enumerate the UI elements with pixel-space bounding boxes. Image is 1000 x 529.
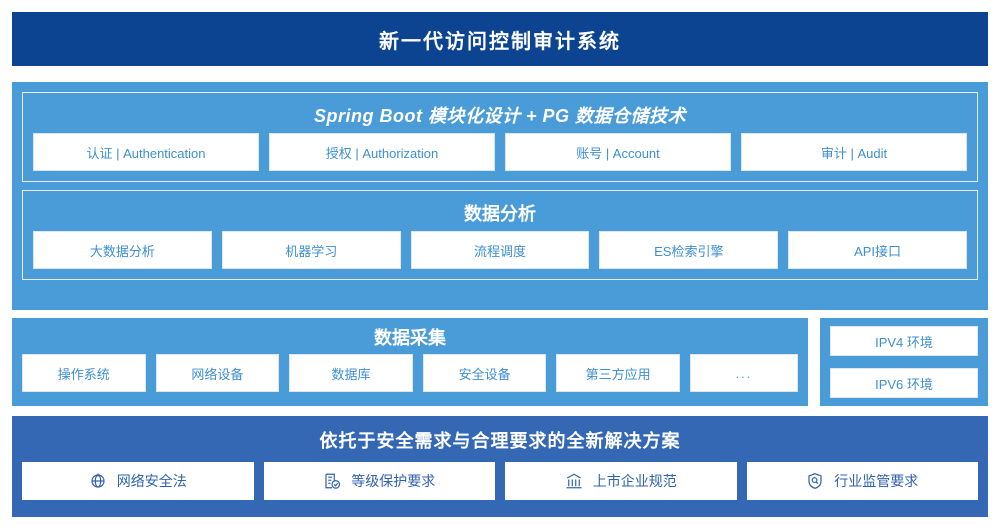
chip-network-device[interactable]: 网络设备 — [155, 354, 280, 392]
chip-label: ... — [735, 365, 753, 381]
chip-label: ES检索引擎 — [654, 243, 724, 259]
chip-account[interactable]: 账号 | Account — [505, 133, 731, 171]
chip-database[interactable]: 数据库 — [289, 354, 413, 392]
chip-label: 授权 | Authorization — [325, 145, 439, 161]
chip-label: 等级保护要求 — [351, 473, 436, 489]
collection-chip-row: 操作系统 网络设备 数据库 安全设备 第三方应用 ... — [22, 354, 798, 392]
chip-operating-system[interactable]: 操作系统 — [22, 354, 146, 392]
chip-big-data-analysis[interactable]: 大数据分析 — [33, 231, 212, 269]
chip-label: 审计 | Audit — [820, 145, 888, 161]
collection-section-title: 数据采集 — [374, 328, 446, 348]
page-title: 新一代访问控制审计系统 — [379, 30, 621, 53]
chip-authentication[interactable]: 认证 | Authentication — [33, 133, 259, 171]
chip-process-scheduling[interactable]: 流程调度 — [410, 231, 590, 269]
page-header: 新一代访问控制审计系统 — [12, 12, 988, 66]
chip-label: 流程调度 — [473, 243, 526, 259]
chip-security-device[interactable]: 安全设备 — [422, 354, 547, 392]
compliance-section-title: 依托于安全需求与合理要求的全新解决方案 — [319, 431, 681, 451]
chip-label: 网络安全法 — [116, 473, 187, 489]
chip-api-interface[interactable]: API接口 — [788, 231, 967, 269]
chip-label: API接口 — [854, 243, 902, 259]
chip-industry-supervision[interactable]: 行业监管要求 — [746, 462, 978, 500]
compliance-chip-row: 网络安全法 等级保护要求 — [22, 462, 978, 500]
collection-panel: 数据采集 操作系统 网络设备 数据库 安全设备 第三方应用 ... — [12, 318, 808, 406]
chip-ipv4-environment[interactable]: IPV4 环境 — [830, 326, 978, 356]
chip-label: 行业监管要求 — [834, 473, 919, 489]
chip-label: 大数据分析 — [89, 243, 155, 259]
environment-panel: IPV4 环境 IPV6 环境 — [820, 318, 988, 406]
chip-more[interactable]: ... — [689, 354, 798, 392]
chip-label: IPV4 环境 — [875, 334, 933, 350]
chip-authorization[interactable]: 授权 | Authorization — [269, 133, 495, 171]
chip-label: 账号 | Account — [576, 145, 660, 161]
globe-icon — [89, 472, 107, 490]
chip-label: 第三方应用 — [585, 366, 651, 382]
chip-third-party-app[interactable]: 第三方应用 — [556, 354, 680, 392]
platform-chip-row: 认证 | Authentication 授权 | Authorization 账… — [33, 133, 967, 171]
chip-machine-learning[interactable]: 机器学习 — [221, 231, 401, 269]
document-check-icon — [323, 472, 341, 490]
compliance-panel: 依托于安全需求与合理要求的全新解决方案 网络安全法 — [12, 416, 988, 517]
chip-label: 机器学习 — [285, 243, 338, 259]
analysis-section-title: 数据分析 — [464, 204, 536, 224]
shield-search-icon — [806, 472, 824, 490]
chip-classified-protection[interactable]: 等级保护要求 — [263, 462, 495, 500]
analysis-section: 数据分析 大数据分析 机器学习 流程调度 ES检索引擎 API接口 — [22, 190, 978, 280]
bank-icon — [565, 472, 583, 490]
chip-label: 安全设备 — [458, 366, 511, 382]
platform-section: Spring Boot 模块化设计 + PG 数据仓储技术 认证 | Authe… — [22, 92, 978, 182]
platform-section-title: Spring Boot 模块化设计 + PG 数据仓储技术 — [313, 106, 686, 126]
chip-label: 数据库 — [331, 366, 371, 382]
chip-label: 上市企业规范 — [592, 473, 677, 489]
chip-label: 认证 | Authentication — [86, 145, 206, 161]
chip-listed-company-standard[interactable]: 上市企业规范 — [505, 462, 737, 500]
chip-audit[interactable]: 审计 | Audit — [741, 133, 967, 171]
chip-label: IPV6 环境 — [875, 376, 933, 392]
chip-cybersecurity-law[interactable]: 网络安全法 — [22, 462, 254, 500]
chip-label: 操作系统 — [57, 366, 110, 382]
chip-label: 网络设备 — [191, 366, 244, 382]
platform-analysis-panel: Spring Boot 模块化设计 + PG 数据仓储技术 认证 | Authe… — [12, 82, 988, 310]
chip-ipv6-environment[interactable]: IPV6 环境 — [830, 368, 978, 398]
chip-es-search-engine[interactable]: ES检索引擎 — [599, 231, 779, 269]
analysis-chip-row: 大数据分析 机器学习 流程调度 ES检索引擎 API接口 — [33, 231, 967, 269]
